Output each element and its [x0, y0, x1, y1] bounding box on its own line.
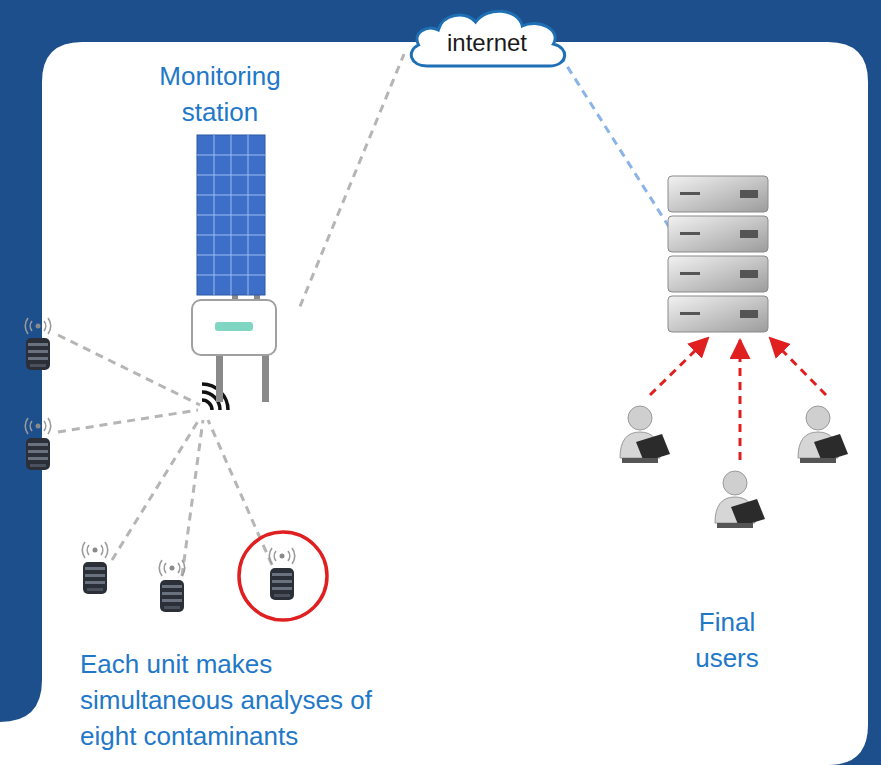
- internet-cloud: internet: [404, 4, 570, 70]
- white-panel: [0, 42, 868, 765]
- sensor-links: [58, 335, 272, 576]
- node-heading: Final users: [668, 604, 786, 676]
- caption-note: Each unit makes simultaneous analyses of…: [80, 646, 425, 754]
- user-icons: [620, 406, 848, 528]
- monitoring-station: Monitoring station: [140, 58, 300, 403]
- internet-server-link: [560, 55, 676, 238]
- cloud-label: internet: [447, 29, 527, 57]
- station-icon: [192, 135, 276, 402]
- user-links: [650, 338, 826, 460]
- network-link: [300, 54, 404, 306]
- wireless-symbol: [202, 384, 228, 410]
- cloud-shape: [411, 11, 564, 66]
- highlight-circle: [239, 532, 327, 620]
- sensor-units: [25, 318, 295, 612]
- final-users: Final users: [668, 604, 786, 688]
- server-icon: [668, 176, 768, 332]
- node-heading: Monitoring station: [140, 58, 300, 130]
